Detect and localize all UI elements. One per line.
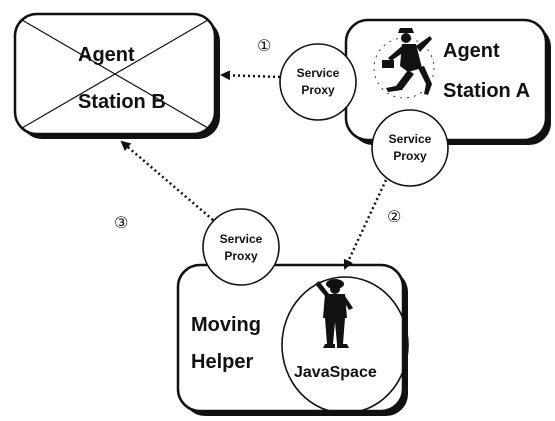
step-3-label: ③ [114, 213, 128, 232]
javaspace-ellipse [281, 276, 409, 414]
service-proxy-1: Service Proxy [279, 43, 357, 121]
service-proxy-2: Service Proxy [371, 109, 449, 187]
helper-line1: Moving [191, 314, 261, 336]
proxy-2-line2: Proxy [393, 149, 427, 163]
proxy-2-line1: Service [389, 132, 432, 146]
cross-line-2 [21, 19, 209, 129]
moving-helper: Moving Helper JavaSpace [176, 263, 409, 416]
station-b-line2: Station B [78, 91, 166, 113]
arrow-step-2 [343, 179, 388, 270]
station-a-line2: Station A [443, 80, 530, 102]
proxy-3-line2: Proxy [224, 249, 258, 263]
proxy-3-line1: Service [220, 232, 263, 246]
arrow-step-3 [120, 140, 214, 221]
arrow-step-1 [220, 70, 281, 81]
helper-line2: Helper [191, 351, 253, 373]
javaspace-label: JavaSpace [294, 364, 377, 381]
proxy-1-line2: Proxy [301, 83, 335, 97]
service-proxy-3: Service Proxy [202, 208, 280, 286]
step-1-label: ① [257, 36, 271, 55]
agent-station-a: Agent Station A [344, 18, 551, 145]
step-2-label: ② [387, 207, 401, 226]
station-b-line1: Agent [78, 44, 135, 66]
proxy-1-line1: Service [297, 66, 340, 80]
agent-station-b: Agent Station B [13, 12, 220, 139]
station-a-line1: Agent [443, 40, 500, 62]
running-agent-icon [373, 28, 435, 99]
helper-figure-icon [315, 279, 353, 348]
